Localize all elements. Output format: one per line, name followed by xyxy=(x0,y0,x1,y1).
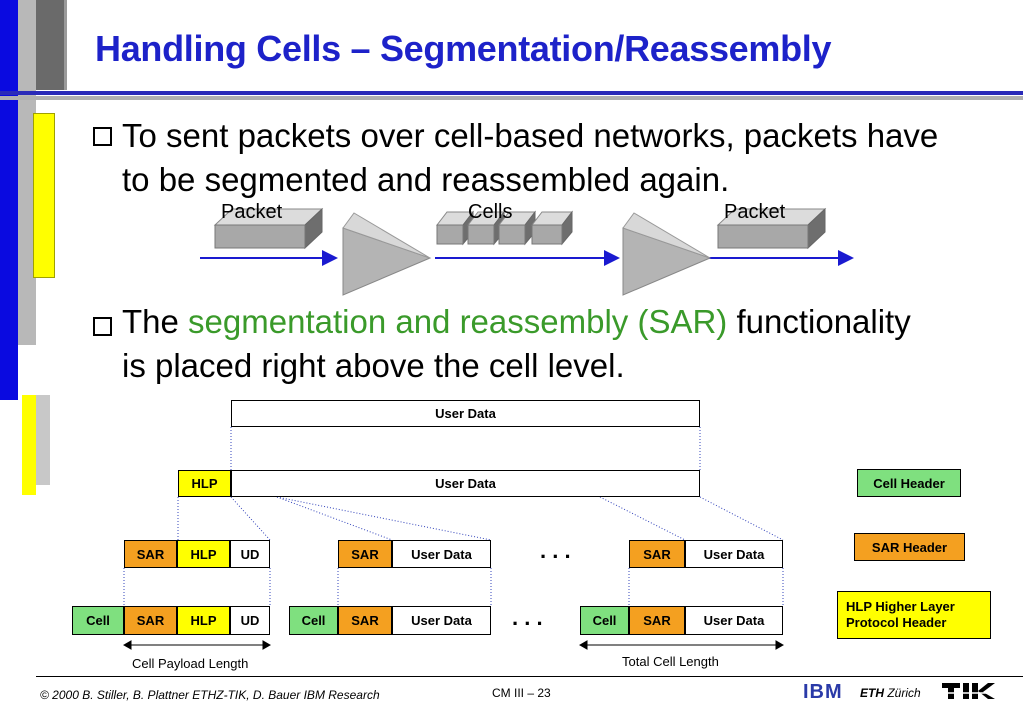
ellipsis: . . . xyxy=(512,605,543,630)
user-data-box: User Data xyxy=(685,540,783,568)
reassembler-prism xyxy=(622,212,712,296)
cell-header-box: Cell xyxy=(72,606,124,635)
ud-box: UD xyxy=(230,606,270,635)
ibm-logo: IBM xyxy=(803,681,843,703)
title-rule xyxy=(0,91,1023,95)
packet-left-shape xyxy=(213,207,324,250)
title-rule-shadow xyxy=(0,96,1023,100)
user-data-box: User Data xyxy=(392,540,491,568)
total-cell-length-label: Total Cell Length xyxy=(622,654,719,669)
sar-header-box: SAR xyxy=(338,540,392,568)
cells-label: Cells xyxy=(468,201,513,223)
eth-logo-text: ETH Zürich xyxy=(860,686,921,700)
cell-header-box: Cell xyxy=(289,606,338,635)
segmenter-prism xyxy=(342,212,432,296)
user-data-box: User Data xyxy=(392,606,491,635)
sar-highlight: segmentation and reassembly (SAR) xyxy=(188,303,728,340)
sar-header-box: SAR xyxy=(338,606,392,635)
footer-copyright: © 2000 B. Stiller, B. Plattner ETHZ-TIK,… xyxy=(40,688,380,702)
bullet-checkbox-icon xyxy=(93,127,112,146)
user-data-box: User Data xyxy=(685,606,783,635)
ud-box: UD xyxy=(230,540,270,568)
hlp-header-box: HLP xyxy=(177,606,230,635)
footer-rule xyxy=(36,676,1023,677)
user-data-box: User Data xyxy=(231,400,700,427)
slide-title: Handling Cells – Segmentation/Reassembly xyxy=(95,28,832,69)
hlp-header-box: HLP xyxy=(177,540,230,568)
sar-header-box: SAR xyxy=(124,540,177,568)
tik-logo-icon xyxy=(942,683,1002,699)
footer-page-number: CM III – 23 xyxy=(492,686,551,700)
bullet-text-1: To sent packets over cell-based networks… xyxy=(122,117,939,198)
ellipsis: . . . xyxy=(540,538,571,563)
user-data-box: User Data xyxy=(231,470,700,497)
cell-header-box: Cell xyxy=(580,606,629,635)
length-arrows xyxy=(122,640,785,650)
sar-connector-lines xyxy=(123,427,784,606)
cell-payload-length-label: Cell Payload Length xyxy=(132,656,249,671)
bullet-checkbox-icon xyxy=(93,317,112,336)
legend-sar-header: SAR Header xyxy=(854,533,965,561)
packet-left-label: Packet xyxy=(221,201,283,223)
sar-header-box: SAR xyxy=(124,606,177,635)
sar-header-box: SAR xyxy=(629,606,685,635)
legend-cell-header: Cell Header xyxy=(857,469,961,497)
sar-header-box: SAR xyxy=(629,540,685,568)
hlp-header-box: HLP xyxy=(178,470,231,497)
packet-right-label: Packet xyxy=(724,201,786,223)
packet-right-shape xyxy=(716,207,827,250)
legend-hlp-header: HLP Higher Layer Protocol Header xyxy=(837,591,991,639)
bullet-text-2: The segmentation and reassembly (SAR) fu… xyxy=(122,303,911,384)
cells-shape xyxy=(435,210,574,246)
